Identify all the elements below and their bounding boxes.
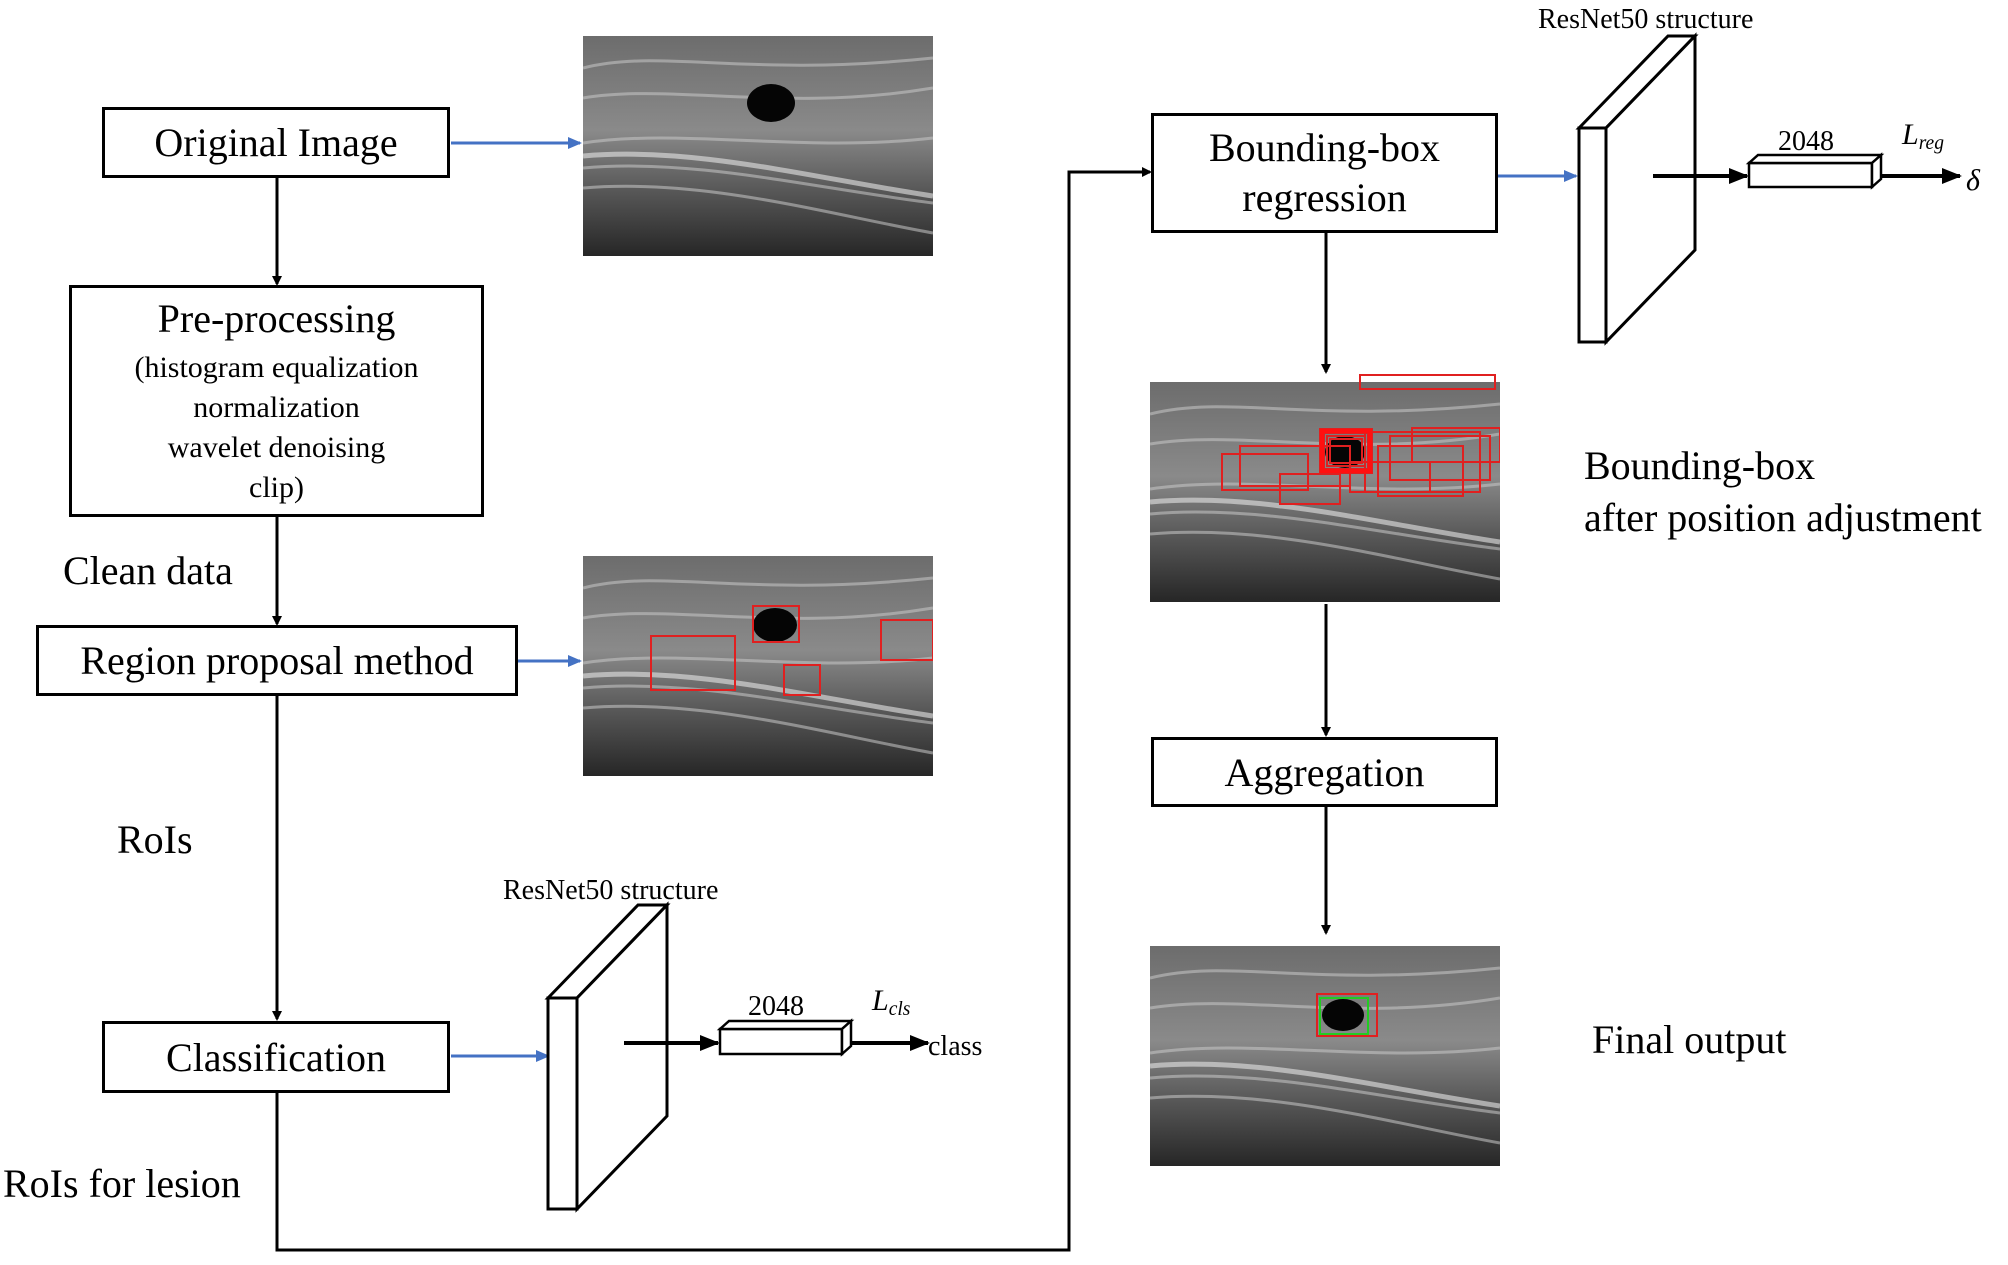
bbox-after-label-line-1: Bounding-box [1584,443,1816,488]
aggregation-box: Aggregation [1151,737,1498,807]
delta-output-label: δ [1966,164,1980,197]
fc-cls-block [716,1018,855,1057]
final-output-label: Final output [1592,1017,1787,1062]
fc-reg-units: 2048 [1778,126,1834,157]
ultrasound-image-original [583,28,933,256]
preprocessing-step-4: clip) [249,470,304,504]
bbox-after-label-line-2: after position adjustment [1584,495,1982,540]
original-image-box: Original Image [102,107,450,178]
aggregation-label: Aggregation [1224,749,1425,795]
classification-label: Classification [166,1034,386,1080]
ultrasound-image-adjusted [1150,374,1500,602]
loss-reg-label: Lreg [1902,118,1944,154]
region-proposal-box: Region proposal method [36,625,518,696]
resnet-reg-block [1575,32,1699,346]
region-proposal-label: Region proposal method [80,638,474,683]
rois-for-lesion-label: RoIs for lesion [3,1161,241,1206]
loss-reg-subscript: reg [1918,132,1944,154]
loss-cls-subscript: cls [888,998,911,1020]
preprocessing-title: Pre-processing [157,295,396,341]
ultrasound-image-proposals [583,548,933,776]
clean-data-label: Clean data [63,548,233,593]
preprocessing-box: Pre-processing (histogram equalization n… [69,285,484,517]
preprocessing-step-2: normalization [193,390,360,424]
preprocessing-step-1: (histogram equalization [134,350,419,384]
resnet-cls-title: ResNet50 structure [503,875,719,906]
original-image-label: Original Image [154,120,398,165]
ultrasound-image-final [1150,938,1500,1166]
fc-cls-units: 2048 [748,991,804,1022]
rois-label: RoIs [117,817,193,862]
bbox-regression-line-2: regression [1242,175,1407,220]
bbox-regression-box: Bounding-box regression [1151,113,1498,233]
loss-cls-label: Lcls [872,984,911,1020]
resnet-reg-title: ResNet50 structure [1538,4,1754,35]
fc-reg-block [1745,152,1885,190]
loss-reg-symbol: L [1902,118,1919,151]
resnet-cls-block [544,901,671,1213]
loss-cls-symbol: L [872,984,889,1017]
classification-box: Classification [102,1021,450,1093]
arrow-classification-to-bbox-regression [275,167,1152,1252]
bbox-regression-line-1: Bounding-box [1208,125,1441,170]
class-output-label: class [928,1031,983,1062]
preprocessing-step-3: wavelet denoising [167,430,386,464]
